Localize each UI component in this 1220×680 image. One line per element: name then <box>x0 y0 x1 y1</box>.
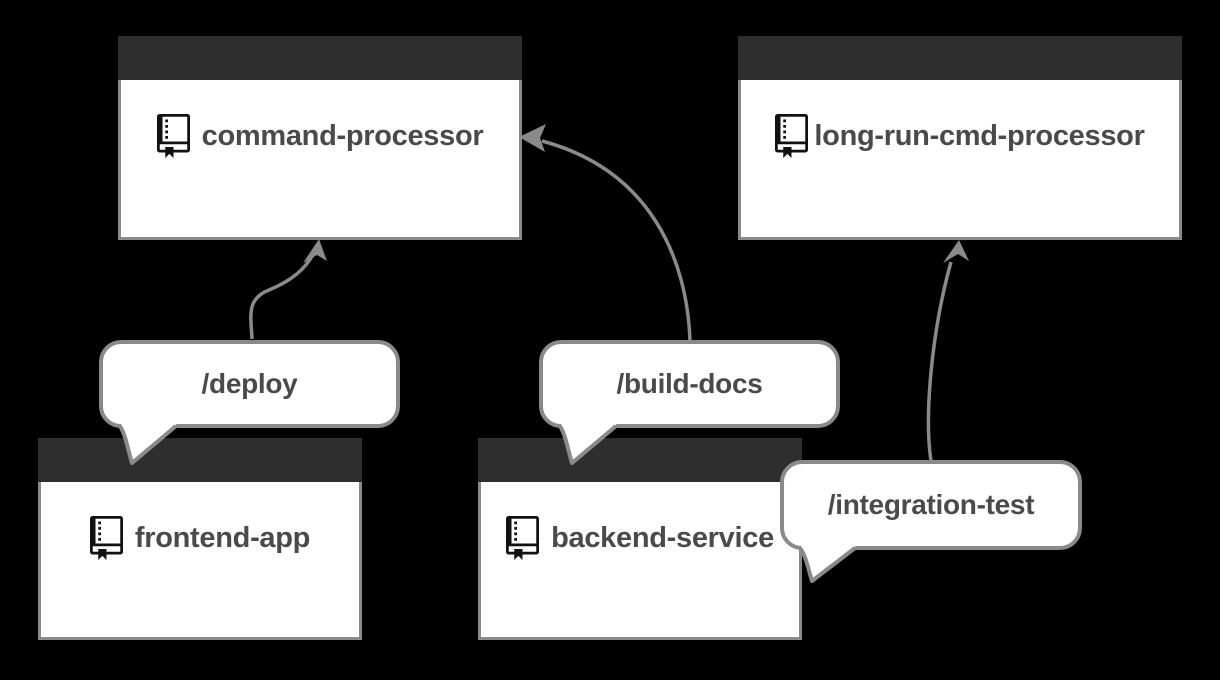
arrowhead-icon <box>519 124 546 152</box>
node-frontend-app: frontend-app <box>38 438 362 640</box>
node-label: long-run-cmd-processor <box>814 119 1145 152</box>
repo-book-icon <box>506 516 540 560</box>
node-command-processor: command-processor <box>118 36 522 240</box>
arrow-deploy-to-command-processor <box>249 239 327 340</box>
node-header-bar <box>738 36 1182 80</box>
bubble-integration-test: /integration-test <box>780 460 1082 550</box>
bubble-deploy: /deploy <box>99 340 400 428</box>
node-header-bar <box>38 438 362 482</box>
arrow-integration-test-to-long-run <box>926 240 969 462</box>
arrowhead-icon <box>303 239 327 263</box>
arrowhead-icon <box>943 240 969 263</box>
bubble-label: /build-docs <box>616 368 763 399</box>
bubble-label: /deploy <box>201 368 298 399</box>
repo-book-icon <box>89 516 123 560</box>
node-label: command-processor <box>201 119 484 152</box>
bubble-tail-integration-test <box>798 545 857 583</box>
arrow-build-docs-to-command-processor <box>519 124 692 342</box>
node-header-bar <box>478 438 802 482</box>
repo-book-icon <box>775 114 809 158</box>
node-long-run-cmd-processor: long-run-cmd-processor <box>738 36 1182 240</box>
bubble-build-docs: /build-docs <box>539 340 840 428</box>
repo-book-icon <box>156 114 190 158</box>
bubble-label: /integration-test <box>827 489 1035 520</box>
node-label: backend-service <box>551 521 774 554</box>
node-backend-service: backend-service <box>478 438 802 640</box>
node-label: frontend-app <box>134 521 311 554</box>
node-header-bar <box>118 36 522 80</box>
